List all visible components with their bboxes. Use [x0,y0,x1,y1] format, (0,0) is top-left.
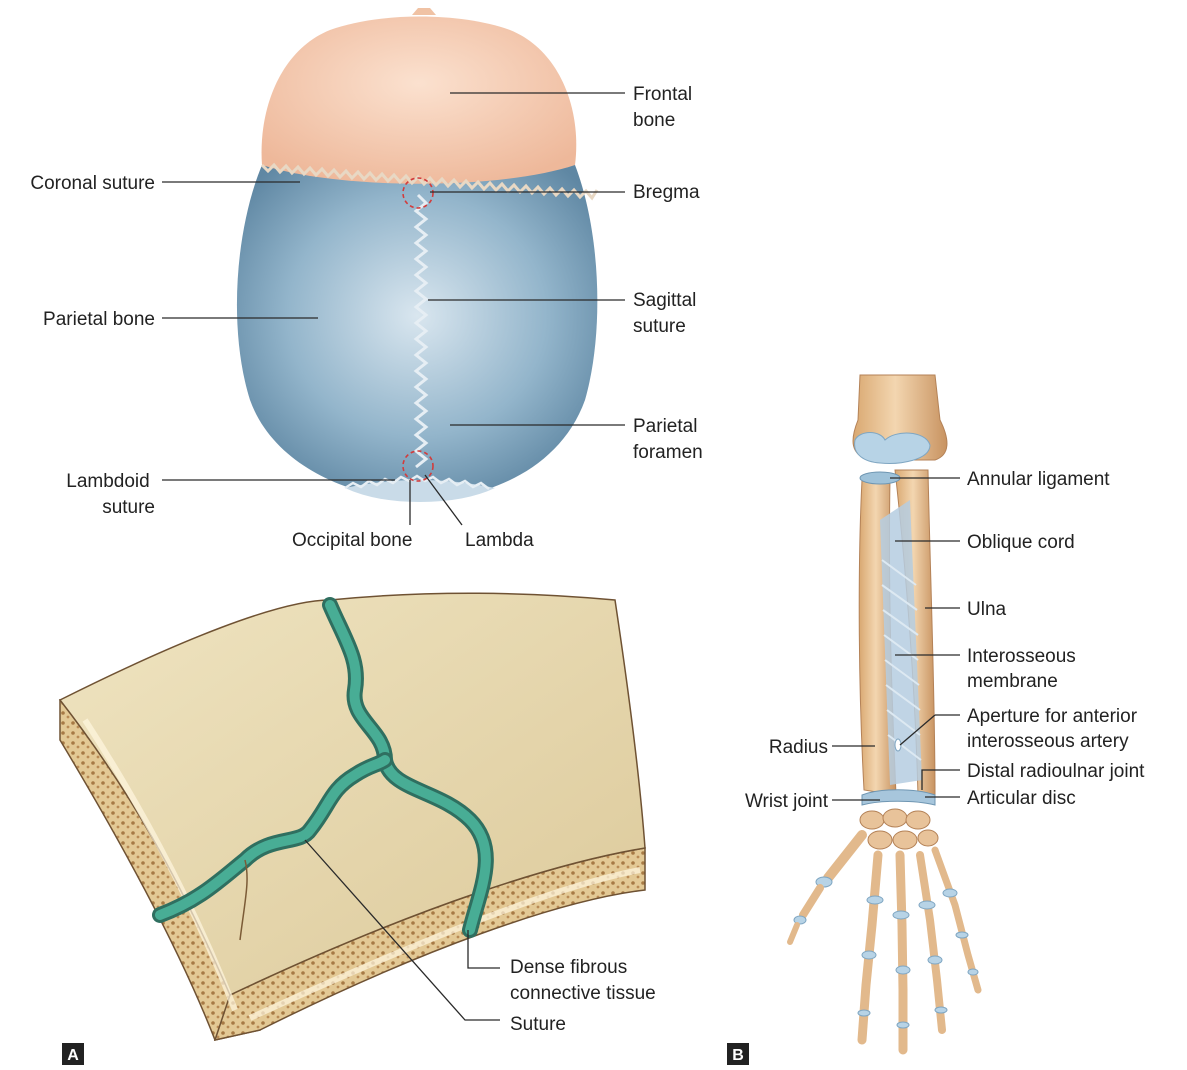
label-suture: Suture [510,1014,566,1035]
label-annular-ligament: Annular ligament [967,469,1110,490]
label-bregma: Bregma [633,182,700,203]
frontal-bone-shape [262,17,577,184]
label-ulna: Ulna [967,599,1007,620]
label-interosseous-membrane: Interosseous membrane [967,646,1081,692]
panel-a-letter: A [67,1047,79,1064]
label-lambdoid-suture: Lambdoid suture [66,471,155,518]
label-occipital-bone: Occipital bone [292,530,412,551]
frontal-nasion-notch [412,8,436,15]
carpal-bones [860,809,938,849]
label-distal-radioulnar-joint: Distal radioulnar joint [967,761,1145,782]
finger-bones [858,850,978,1050]
label-frontal-bone: Frontal bone [633,84,697,131]
skull-superior-view [237,8,597,502]
label-parietal-bone: Parietal bone [43,309,155,330]
label-coronal-suture: Coronal suture [30,173,155,194]
label-wrist-joint: Wrist joint [745,791,829,812]
thumb-bones [790,835,862,942]
label-aperture: Aperture for anterior interosseous arter… [967,706,1142,752]
label-dense-fibrous: Dense fibrous connective tissue [510,957,656,1004]
label-radius: Radius [769,737,828,758]
label-sagittal-suture: Sagittal suture [633,290,702,337]
label-articular-disc: Articular disc [967,788,1076,809]
label-parietal-foramen: Parietal foramen [633,416,703,463]
label-lambda: Lambda [465,530,534,551]
panel-b-letter: B [732,1047,744,1064]
forearm-illustration [790,375,978,1050]
label-oblique-cord: Oblique cord [967,532,1075,553]
articular-disc-shape [862,790,935,805]
